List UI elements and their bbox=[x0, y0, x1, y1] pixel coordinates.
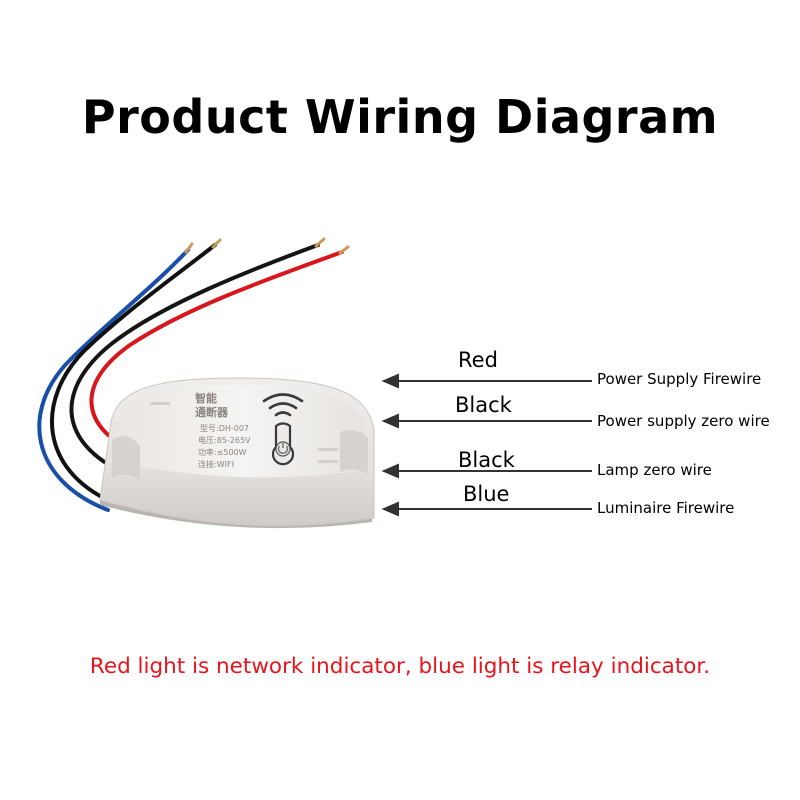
device-top-face bbox=[118, 385, 366, 478]
wire-desc-lamp-zero-wire: Lamp zero wire bbox=[597, 461, 712, 479]
device-name-line2: 通断器 bbox=[195, 406, 228, 419]
wifi-icon bbox=[262, 393, 304, 417]
wire-color-label-blue: Blue bbox=[463, 482, 510, 506]
wire-desc-luminaire-firewire: Luminaire Firewire bbox=[597, 499, 735, 517]
page-title: Product Wiring Diagram bbox=[81, 90, 719, 144]
device-right-latch bbox=[340, 430, 368, 474]
wire-desc-power-supply-firewire: Power Supply Firewire bbox=[597, 370, 762, 388]
black-wire-outer bbox=[50, 243, 217, 504]
device-slot bbox=[318, 460, 338, 463]
wire-arrows bbox=[381, 373, 592, 517]
smart-switch-device bbox=[99, 377, 375, 529]
device-voltage: 电压:85-265V bbox=[198, 436, 251, 445]
device-power: 功率:≤500W bbox=[198, 448, 247, 457]
wire-color-label-black-1: Black bbox=[455, 393, 512, 417]
device-left-latch bbox=[112, 436, 140, 480]
power-button-icon[interactable] bbox=[271, 422, 295, 466]
wire-tip bbox=[338, 245, 350, 255]
arrow-head bbox=[381, 373, 399, 389]
black-wire-inner bbox=[69, 243, 320, 472]
wire-bundle bbox=[37, 237, 350, 512]
wire-tip bbox=[314, 237, 326, 248]
arrow-head bbox=[381, 413, 399, 429]
indicator-note: Red light is network indicator, blue lig… bbox=[89, 654, 711, 679]
device-slot bbox=[150, 402, 170, 405]
wire-color-label-black-2: Black bbox=[458, 448, 515, 472]
wire-desc-power-supply-zero-wire: Power supply zero wire bbox=[597, 412, 770, 430]
wire-color-label-red: Red bbox=[458, 348, 498, 372]
arrow-head bbox=[381, 501, 399, 517]
wire-tip bbox=[184, 242, 194, 254]
device-slot bbox=[318, 448, 338, 451]
wire-tip bbox=[211, 238, 222, 249]
arrow-head bbox=[381, 463, 399, 479]
blue-wire bbox=[37, 248, 190, 512]
device-name-line1: 智能 bbox=[195, 392, 217, 405]
red-wire bbox=[89, 250, 344, 447]
device-model: 型号:DH-007 bbox=[200, 424, 250, 433]
device-connection: 连接:WIFI bbox=[198, 460, 234, 469]
